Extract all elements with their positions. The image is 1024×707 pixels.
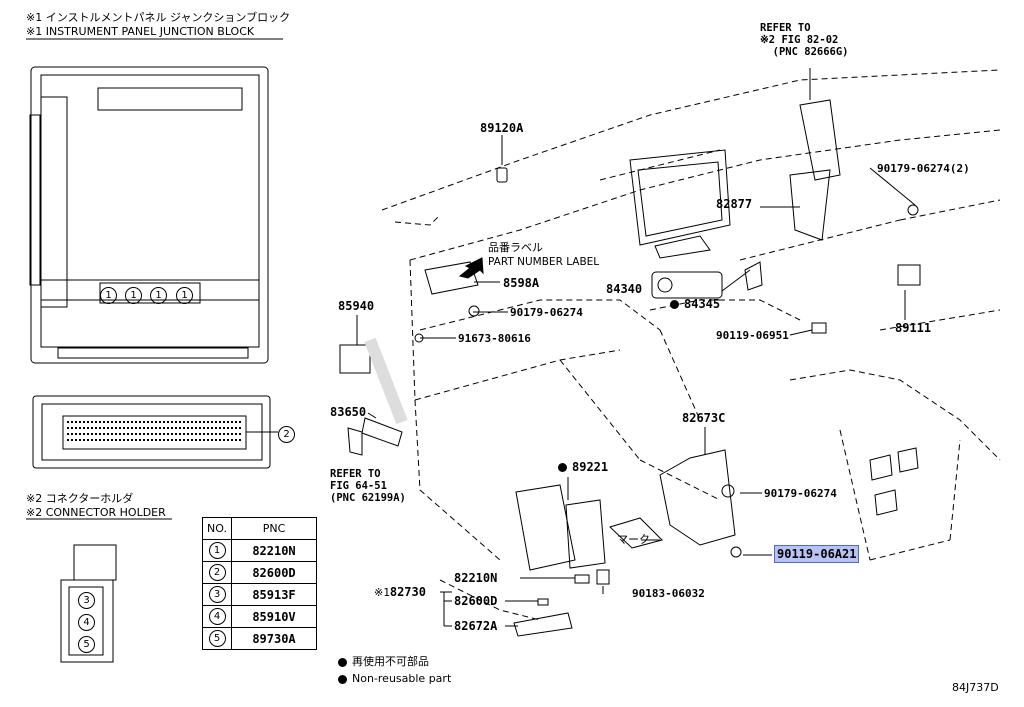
part-89111[interactable]: 89111 (895, 321, 932, 335)
part-90119-06951[interactable]: 90119-06951 (716, 329, 789, 342)
table-row: 4 85910V (202, 605, 317, 628)
table-header: NO. (202, 517, 232, 540)
part-82672A[interactable]: 82672A (454, 619, 498, 633)
ch-callout: 4 (78, 612, 95, 631)
ch-callout: 3 (78, 590, 95, 609)
junction-block-title-jp: ※1 インストルメントパネル ジャンクションブロック (26, 11, 291, 24)
part-90179-06274-lower[interactable]: 90179-06274 (764, 487, 837, 500)
table-row: 5 89730A (202, 627, 317, 650)
table-no: 3 (208, 586, 226, 603)
part-90179-06274-2[interactable]: 90179-06274(2) (877, 162, 970, 175)
part-89221[interactable]: 89221 (558, 461, 608, 473)
table-row: 2 82600D (202, 561, 317, 584)
table-no: 4 (208, 608, 226, 625)
center-display (629, 149, 731, 259)
diagram-code: 84J737D (952, 681, 999, 694)
table-pnc: 89730A (231, 627, 317, 650)
part-89120A[interactable]: 89120A (480, 121, 524, 135)
junction-block-title-en: ※1 INSTRUMENT PANEL JUNCTION BLOCK (26, 25, 255, 38)
table-header: PNC (231, 517, 317, 540)
connector-holder (60, 544, 117, 663)
part-number-label-jp: 品番ラベル (488, 241, 543, 254)
ch-callout: 5 (78, 634, 95, 653)
refer-to-fig-82-02[interactable]: REFER TO ※2 FIG 82-02 (PNC 82666G) (760, 22, 849, 58)
vents (651, 271, 919, 516)
table-no: 2 (208, 564, 226, 581)
junction-block-side-view (32, 395, 278, 469)
non-reusable-dot (670, 300, 679, 309)
junction-block-top-view (29, 66, 269, 364)
table-pnc: 82600D (231, 561, 317, 584)
refer-to-fig-64-51[interactable]: REFER TO FIG 64-51 (PNC 62199A) (330, 468, 406, 504)
part-90183-06032[interactable]: 90183-06032 (632, 587, 705, 600)
part-90179-06274-upper[interactable]: 90179-06274 (510, 306, 583, 319)
jb-callout: 1 (125, 285, 142, 304)
table-row: 3 85913F (202, 583, 317, 606)
leader-lines (356, 68, 916, 627)
legend-jp: 再使用不可部品 (338, 656, 429, 667)
part-82600D[interactable]: 82600D (454, 594, 498, 608)
table-pnc: 82210N (231, 539, 317, 562)
part-82877[interactable]: 82877 (716, 197, 753, 211)
part-83650[interactable]: 83650 (330, 405, 367, 419)
table-pnc: 85913F (231, 583, 317, 606)
part-82730[interactable]: ※182730 (374, 585, 426, 599)
table-no: 5 (208, 630, 226, 647)
table-pnc: 85910V (231, 605, 317, 628)
dashboard-outline (381, 69, 1001, 621)
non-reusable-dot (338, 674, 347, 684)
jb-callout: 1 (150, 285, 167, 304)
table-no: 1 (208, 542, 226, 559)
part-91673-80616[interactable]: 91673-80616 (458, 332, 531, 345)
part-84340[interactable]: 84340 (606, 282, 643, 296)
jb-callout: 2 (278, 424, 295, 443)
part-82673C[interactable]: 82673C (682, 411, 726, 425)
part-85940[interactable]: 85940 (338, 299, 375, 313)
jb-callout: 1 (176, 285, 193, 304)
non-reusable-dot (338, 657, 347, 667)
connector-holder-title-en: ※2 CONNECTOR HOLDER (26, 506, 166, 519)
legend-en: Non-reusable part (338, 673, 451, 684)
part-number-label-arrow (458, 257, 484, 279)
part-number-label-en: PART NUMBER LABEL (488, 256, 600, 268)
part-8598A[interactable]: 8598A (503, 276, 540, 290)
part-82210N[interactable]: 82210N (454, 571, 498, 585)
connector-holder-title-jp: ※2 コネクターホルダ (26, 492, 134, 505)
part-84345[interactable]: 84345 (670, 298, 720, 310)
part-90119-06A21[interactable]: 90119-06A21 (774, 545, 860, 563)
jb-callout: 1 (100, 285, 117, 304)
table-header-row: NO. PNC (202, 517, 317, 540)
mark-label: マーク (617, 533, 650, 546)
pnc-table: NO. PNC 1 82210N 2 82600D 3 85913F 4 859… (202, 517, 317, 650)
table-row: 1 82210N (202, 539, 317, 562)
non-reusable-dot (558, 463, 567, 472)
